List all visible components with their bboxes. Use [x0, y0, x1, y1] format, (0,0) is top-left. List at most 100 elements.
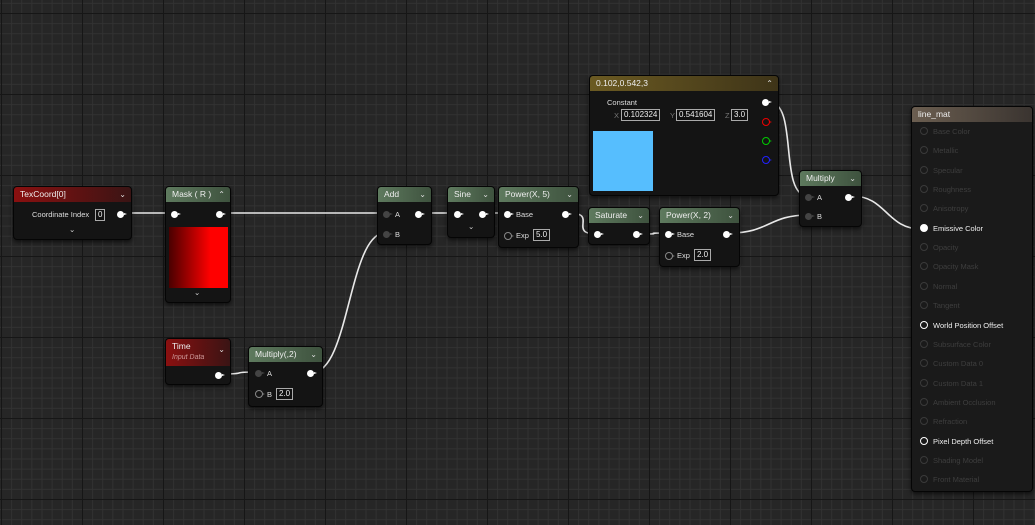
material-input-metallic[interactable]: Metallic: [920, 146, 958, 155]
material-input-world-position-offset[interactable]: World Position Offset: [920, 320, 1003, 330]
node-header[interactable]: Add⌄: [378, 187, 431, 202]
node-saturate[interactable]: Saturate⌄: [588, 207, 650, 245]
input-pin[interactable]: [920, 127, 928, 135]
material-input-shading-model[interactable]: Shading Model: [920, 455, 983, 465]
node-header[interactable]: Sine⌄: [448, 187, 494, 202]
input-pin-b[interactable]: [805, 213, 815, 220]
material-input-opacity-mask[interactable]: Opacity Mask: [920, 262, 978, 271]
node-header[interactable]: Power(X, 5)⌄: [499, 187, 578, 202]
output-pin[interactable]: [845, 194, 855, 201]
input-pin-a[interactable]: [255, 370, 265, 377]
node-header[interactable]: Saturate⌄: [589, 208, 649, 223]
input-pin-exp[interactable]: [504, 232, 514, 240]
output-pin-g[interactable]: [762, 137, 772, 145]
output-pin-b[interactable]: [762, 156, 772, 164]
chevron-up-icon[interactable]: ⌃: [766, 79, 773, 88]
material-input-normal[interactable]: Normal: [920, 281, 957, 291]
material-input-pixel-depth-offset[interactable]: Pixel Depth Offset: [920, 436, 993, 446]
node-header[interactable]: Mask ( R )⌃: [166, 187, 230, 202]
output-pin[interactable]: [633, 231, 643, 238]
chevron-down-icon[interactable]: ⌄: [419, 190, 426, 199]
material-input-ambient-occlusion[interactable]: Ambient Occlusion: [920, 397, 996, 407]
input-pin[interactable]: [920, 204, 928, 213]
wire-multiply2-to-add-b[interactable]: [312, 232, 386, 373]
node-multiply[interactable]: Multiply⌄ A B: [799, 170, 862, 227]
input-pin[interactable]: [920, 339, 928, 348]
input-pin[interactable]: [920, 359, 928, 368]
material-input-subsurface-color[interactable]: Subsurface Color: [920, 339, 991, 349]
input-pin[interactable]: [920, 436, 928, 445]
node-add[interactable]: Add⌄ A B: [377, 186, 432, 245]
material-input-roughness[interactable]: Roughness: [920, 185, 971, 194]
input-pin[interactable]: [920, 185, 928, 194]
input-pin[interactable]: [920, 455, 928, 464]
output-pin[interactable]: [415, 211, 425, 218]
node-header[interactable]: Power(X, 2)⌄: [660, 208, 739, 223]
output-pin[interactable]: [723, 231, 733, 238]
material-input-refraction[interactable]: Refraction: [920, 417, 967, 426]
node-power-5[interactable]: Power(X, 5)⌄ Base Exp 5.0: [498, 186, 579, 248]
output-pin[interactable]: [307, 370, 317, 377]
chevron-down-icon[interactable]: ⌄: [468, 222, 475, 231]
material-input-anisotropy[interactable]: Anisotropy: [920, 204, 968, 213]
material-input-front-material[interactable]: Front Material: [920, 475, 979, 484]
input-pin[interactable]: [920, 301, 928, 310]
chevron-down-icon[interactable]: ⌄: [482, 190, 489, 199]
input-pin[interactable]: [920, 475, 928, 484]
input-pin-exp[interactable]: [665, 252, 675, 260]
node-mask[interactable]: Mask ( R )⌃ ⌄: [165, 186, 231, 303]
input-pin[interactable]: [920, 281, 928, 290]
chevron-down-icon[interactable]: ⌄: [566, 190, 573, 199]
chevron-down-icon[interactable]: ⌄: [218, 345, 225, 354]
node-time[interactable]: Time Input Data ⌄: [165, 338, 231, 385]
output-pin[interactable]: [117, 211, 127, 218]
output-pin-rgb[interactable]: [762, 99, 772, 106]
material-input-custom-data-1[interactable]: Custom Data 1: [920, 378, 983, 388]
input-pin[interactable]: [920, 262, 928, 271]
chevron-up-icon[interactable]: ⌃: [218, 190, 225, 199]
z-value-field[interactable]: 3.0: [731, 109, 749, 121]
input-pin[interactable]: [920, 397, 928, 406]
output-pin[interactable]: [215, 372, 225, 379]
input-pin[interactable]: [920, 146, 928, 155]
chevron-down-icon[interactable]: ⌄: [637, 211, 644, 220]
material-input-opacity[interactable]: Opacity: [920, 243, 958, 252]
exp-value-field[interactable]: 5.0: [533, 229, 551, 241]
input-pin[interactable]: [920, 417, 928, 426]
material-input-emissive-color[interactable]: Emissive Color: [920, 223, 983, 233]
input-pin-b[interactable]: [255, 390, 265, 398]
exp-value-field[interactable]: 2.0: [694, 249, 712, 261]
x-value-field[interactable]: 0.102324: [621, 109, 661, 121]
input-pin[interactable]: [454, 211, 464, 218]
node-header[interactable]: TexCoord[0]⌄: [14, 187, 131, 202]
input-pin[interactable]: [920, 320, 928, 329]
node-header[interactable]: line_mat: [912, 107, 1032, 122]
node-sine[interactable]: Sine⌄ ⌄: [447, 186, 495, 238]
node-header[interactable]: Multiply(,2)⌄: [249, 347, 322, 362]
output-pin[interactable]: [562, 211, 572, 218]
output-pin-r[interactable]: [762, 118, 772, 126]
node-power-2[interactable]: Power(X, 2)⌄ Base Exp 2.0: [659, 207, 740, 267]
chevron-down-icon[interactable]: ⌄: [310, 350, 317, 359]
input-pin[interactable]: [171, 211, 181, 218]
chevron-down-icon[interactable]: ⌄: [849, 174, 856, 183]
input-pin-base[interactable]: [665, 231, 675, 238]
wire-power2-to-multiply-b[interactable]: [729, 214, 809, 234]
node-texcoord[interactable]: TexCoord[0]⌄ Coordinate Index 0 ⌄: [13, 186, 132, 240]
input-pin[interactable]: [920, 243, 928, 252]
input-pin[interactable]: [920, 378, 928, 387]
material-input-custom-data-0[interactable]: Custom Data 0: [920, 359, 983, 368]
chevron-down-icon[interactable]: ⌄: [119, 190, 126, 199]
input-pin[interactable]: [594, 231, 604, 238]
chevron-down-icon[interactable]: ⌄: [194, 288, 201, 297]
y-value-field[interactable]: 0.541604: [676, 109, 716, 121]
input-pin[interactable]: [920, 223, 928, 232]
node-header[interactable]: 0.102,0.542,3⌃: [590, 76, 778, 91]
b-value-field[interactable]: 2.0: [276, 388, 294, 400]
chevron-down-icon[interactable]: ⌄: [727, 211, 734, 220]
chevron-down-icon[interactable]: ⌄: [69, 225, 76, 234]
input-pin-a[interactable]: [805, 194, 815, 201]
input-pin-a[interactable]: [383, 211, 393, 218]
input-pin[interactable]: [920, 165, 928, 174]
